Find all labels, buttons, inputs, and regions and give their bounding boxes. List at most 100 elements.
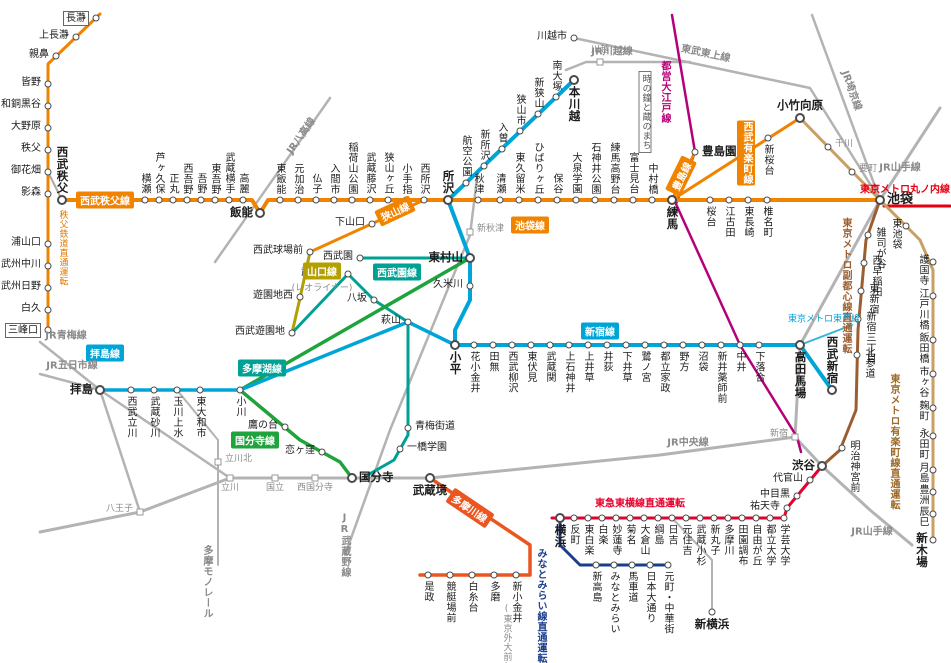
station-dot xyxy=(857,287,865,295)
station-dot xyxy=(717,341,725,349)
line-name-badge: 山口線 xyxy=(303,262,341,280)
line-oedo xyxy=(670,13,803,454)
line-seibu-yurakucho xyxy=(670,116,802,202)
station-dot xyxy=(288,329,296,337)
station-label: 長瀞 xyxy=(63,11,89,26)
station-label: 久米川 xyxy=(433,279,463,290)
station-label: 日吉 xyxy=(666,524,677,545)
station-dot xyxy=(462,179,470,187)
station-dot xyxy=(708,608,716,616)
station-dot xyxy=(527,341,535,349)
station-label: 飯能 xyxy=(230,205,253,219)
line-name-label: 東京メトロ丸ノ内線 xyxy=(860,184,950,196)
station-label: 新桜台 xyxy=(762,144,773,176)
station-dot xyxy=(929,292,937,300)
station-label: 自由が丘 xyxy=(750,524,761,566)
station-label: 小川 xyxy=(234,396,245,417)
station-dot xyxy=(706,196,714,204)
station-label: 入曽 xyxy=(496,122,507,143)
station-dot xyxy=(294,196,302,204)
station-label: 白糸台 xyxy=(466,581,477,613)
station-dot xyxy=(598,514,606,522)
station-label: 雑司が谷 xyxy=(874,227,885,269)
station-dot xyxy=(827,385,837,395)
station-dot xyxy=(281,423,289,431)
station-label: 西武立川 xyxy=(125,396,136,438)
station-label: 沼袋 xyxy=(696,351,707,372)
station-dot xyxy=(752,514,760,522)
station-label: 永田町 xyxy=(917,428,928,460)
station-dot xyxy=(92,14,100,22)
station-dot xyxy=(640,514,648,522)
station-dot xyxy=(806,476,814,484)
line-toyoko xyxy=(550,464,824,520)
line-name-label: 東京メトロ東西線 xyxy=(787,314,861,325)
station-dot xyxy=(667,195,677,205)
station-label: 下山口 xyxy=(335,217,365,228)
station-dot xyxy=(596,58,604,66)
line-name-badge: 池袋線 xyxy=(511,216,549,234)
station-label: 中井 xyxy=(734,351,745,372)
station-dot xyxy=(443,195,453,205)
station-label: 要町 xyxy=(859,164,878,174)
station-dot xyxy=(468,571,476,579)
station-label: 新高島 xyxy=(590,571,601,603)
station-dot xyxy=(929,488,937,496)
station-dot xyxy=(211,196,219,204)
station-label: 本川越 xyxy=(567,86,582,122)
station-label: 武蔵小杉 xyxy=(694,524,705,566)
station-dot xyxy=(296,293,304,301)
station-label: 高田馬場 xyxy=(793,351,808,399)
station-label: 石神井公園 xyxy=(589,141,600,195)
station-dot xyxy=(736,341,744,349)
line-name-badge: 西武秩父線 xyxy=(76,191,134,209)
station-label: 祐天寺 xyxy=(750,501,780,512)
station-label: 西武球場前 xyxy=(253,245,303,256)
station-label: 新狭山 xyxy=(532,76,543,109)
line-tama-monorail xyxy=(176,389,219,566)
station-label: 御花畑 xyxy=(11,165,41,176)
station-dot xyxy=(348,196,356,204)
station-label: 学芸大学 xyxy=(778,524,789,566)
line-kotake-ikebukuro xyxy=(798,116,882,202)
station-label: 代官山 xyxy=(773,473,803,484)
station-dot xyxy=(330,196,338,204)
station-dot xyxy=(569,75,579,85)
station-dot xyxy=(512,571,520,579)
station-dot xyxy=(725,196,733,204)
station-label: 練馬 xyxy=(665,206,680,230)
station-dot xyxy=(44,124,52,132)
station-dot xyxy=(584,341,592,349)
station-dot xyxy=(929,466,937,474)
station-dot xyxy=(196,386,204,394)
line-hachiko-south xyxy=(98,388,142,514)
station-dot xyxy=(489,341,497,349)
station-label: 仏子 xyxy=(310,173,321,194)
line-name-label: 時の鐘と蔵のまち xyxy=(638,71,652,153)
line-name-badge: 国分寺線 xyxy=(231,431,279,449)
station-dot xyxy=(629,196,637,204)
station-dot xyxy=(52,52,60,60)
station-label: 中村橋 xyxy=(646,162,657,195)
station-label: 南大塚 xyxy=(550,59,561,92)
station-label: 東飯能 xyxy=(274,162,285,195)
station-label: ひばりヶ丘 xyxy=(532,141,543,195)
station-dot xyxy=(763,196,771,204)
station-label: 池袋 xyxy=(887,192,914,207)
station-dot xyxy=(474,196,482,204)
station-dot xyxy=(628,561,636,569)
station-dot xyxy=(791,433,799,441)
station-label: 秋津 xyxy=(472,173,483,194)
line-name-label: JR中央線 xyxy=(667,437,709,449)
station-dot xyxy=(396,445,404,453)
station-label: 東白楽 xyxy=(582,524,593,556)
station-label: 拝島 xyxy=(70,382,93,396)
line-name-label: 東京メトロ有楽町線直通運転 xyxy=(888,373,899,511)
station-dot xyxy=(875,195,885,205)
station-dot xyxy=(610,196,618,204)
station-dot xyxy=(570,34,578,42)
station-dot xyxy=(555,513,565,523)
line-shinyokohama-link xyxy=(671,517,713,613)
station-label: 都立家政 xyxy=(658,351,669,393)
station-label: 井荻 xyxy=(601,351,612,372)
